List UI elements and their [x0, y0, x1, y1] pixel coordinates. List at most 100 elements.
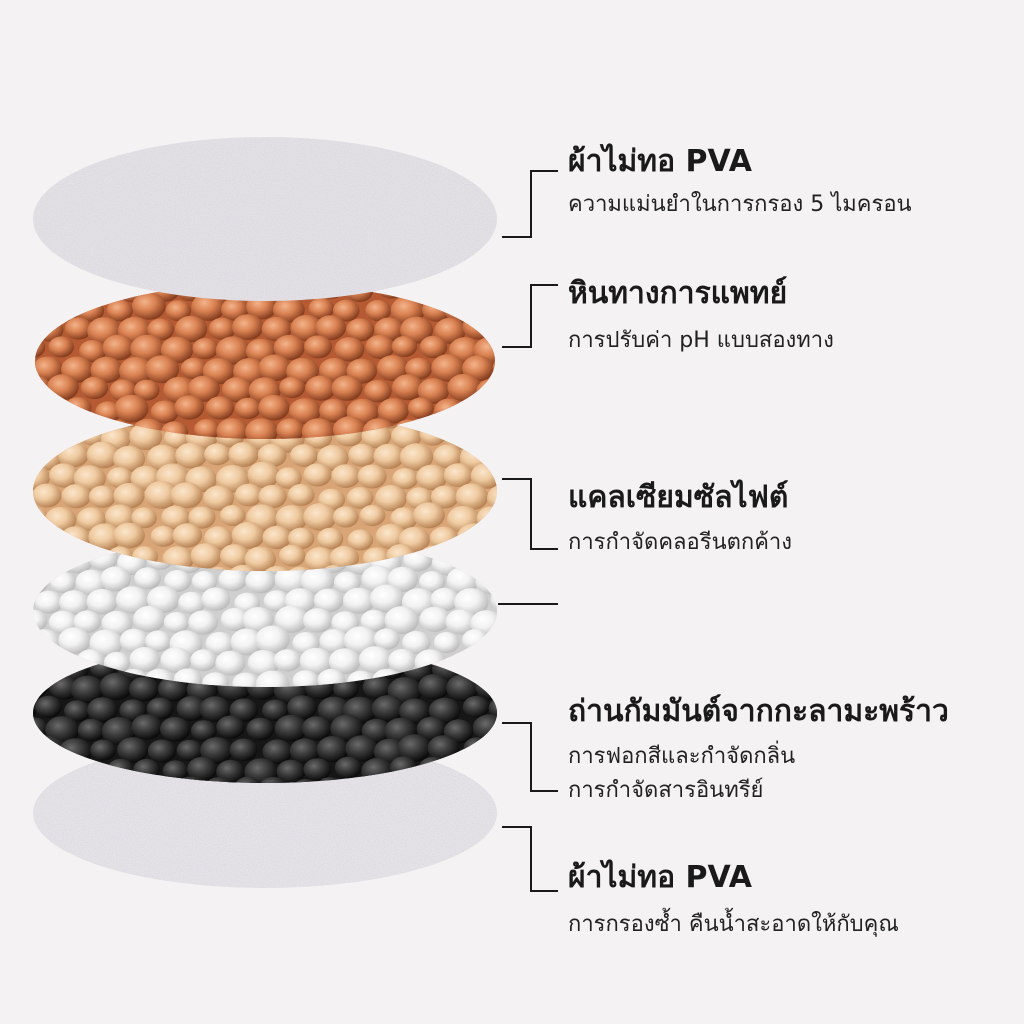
filter-bead	[463, 737, 490, 759]
filter-bead	[430, 587, 460, 612]
filter-bead	[33, 525, 62, 551]
filter-bead	[117, 737, 149, 763]
filter-bead	[346, 487, 374, 509]
filter-bead	[287, 695, 317, 720]
layer-pva-bottom	[33, 738, 497, 888]
filter-bead	[130, 334, 165, 363]
filter-bead	[272, 296, 305, 323]
filter-bead	[434, 398, 464, 423]
filter-bead	[273, 334, 305, 361]
filter-bead	[33, 629, 34, 657]
filter-bead	[129, 423, 163, 451]
filter-bead	[49, 463, 79, 488]
filter-bead	[417, 378, 450, 404]
filter-bead	[164, 569, 192, 592]
filter-bead	[329, 545, 360, 571]
filter-bead	[58, 738, 92, 766]
filter-bead	[145, 355, 180, 384]
filter-bead	[373, 443, 405, 469]
connector-medical-stone	[502, 284, 558, 348]
filter-bead	[205, 631, 234, 656]
filter-bead	[33, 586, 36, 612]
filter-bead	[402, 630, 431, 655]
label-desc: การปรับค่า pH แบบสองทาง	[568, 328, 834, 353]
filter-bead	[176, 695, 207, 721]
label-desc: ความแม่นยำในการกรอง 5 ไมครอน	[568, 192, 912, 217]
filter-bead	[471, 545, 497, 571]
filter-bead	[255, 670, 290, 687]
label-desc: การกำจัดสารอินทรีย์	[568, 778, 764, 803]
filter-bead	[106, 299, 133, 322]
filter-bead	[202, 672, 230, 687]
filter-bead	[33, 544, 46, 570]
filter-bead	[191, 292, 226, 321]
pva-top-texture	[33, 137, 497, 301]
filter-bead	[447, 373, 482, 402]
filter-bead	[192, 337, 219, 360]
filter-bead	[44, 649, 77, 676]
filter-bead	[431, 354, 465, 382]
connector-tick-top	[532, 284, 558, 286]
filter-bead	[133, 379, 160, 401]
filter-bead	[357, 464, 387, 489]
filter-bead	[376, 355, 409, 382]
filter-bead	[301, 716, 332, 741]
filter-bead	[290, 314, 323, 342]
filter-bead	[33, 649, 45, 672]
filter-bead	[175, 442, 207, 469]
filter-bead	[35, 336, 46, 359]
filter-bead	[316, 736, 349, 763]
filter-bead	[334, 756, 362, 779]
filter-bead	[134, 567, 162, 590]
filter-bead	[131, 714, 163, 740]
filter-bead	[35, 398, 39, 425]
filter-bead	[319, 629, 350, 654]
filter-bead	[407, 397, 434, 419]
filter-bead	[204, 443, 231, 466]
label-title: ถ่านกัมมันต์จากกะลามะพร้าว	[568, 694, 949, 729]
filter-bead	[199, 696, 231, 722]
filter-bead	[305, 375, 337, 401]
filter-bead	[89, 629, 123, 657]
filter-bead	[488, 283, 495, 298]
filter-bead	[188, 610, 218, 635]
filter-bead	[147, 318, 175, 341]
filter-bead	[88, 523, 122, 551]
filter-bead	[190, 649, 217, 672]
filter-bead	[489, 567, 497, 571]
filter-bead	[479, 254, 508, 278]
filter-bead	[114, 394, 149, 423]
filter-bead	[331, 464, 361, 488]
filter-bead	[87, 697, 118, 723]
filter-bead	[399, 698, 431, 724]
connector-pva-top	[502, 170, 558, 238]
filter-bead	[491, 439, 517, 461]
filter-bead	[290, 444, 318, 467]
filter-bead	[33, 643, 48, 659]
filter-bead	[228, 442, 259, 467]
filter-bead	[392, 468, 419, 490]
filter-bead	[333, 678, 359, 700]
connector-calcium-sulfite	[502, 478, 558, 550]
filter-bead	[399, 443, 434, 471]
filter-bead	[33, 523, 34, 548]
filter-bead	[348, 443, 377, 467]
filter-bead	[49, 571, 77, 594]
filter-bead	[475, 295, 495, 320]
filter-bead	[190, 543, 222, 569]
filter-bead	[369, 584, 404, 613]
filter-bead	[346, 318, 375, 342]
pva-bottom-texture	[33, 738, 497, 888]
filter-bead	[86, 588, 118, 615]
filter-bead	[303, 503, 337, 531]
filter-bead	[187, 375, 220, 402]
label-title: หินทางการแพทย์	[568, 276, 788, 311]
filter-bead	[131, 507, 157, 529]
filter-bead	[245, 418, 278, 439]
filter-bead	[1, 613, 35, 641]
filter-bead	[33, 655, 37, 682]
filter-bead	[80, 376, 109, 400]
filter-bead	[113, 522, 145, 549]
filter-bead	[33, 629, 61, 657]
